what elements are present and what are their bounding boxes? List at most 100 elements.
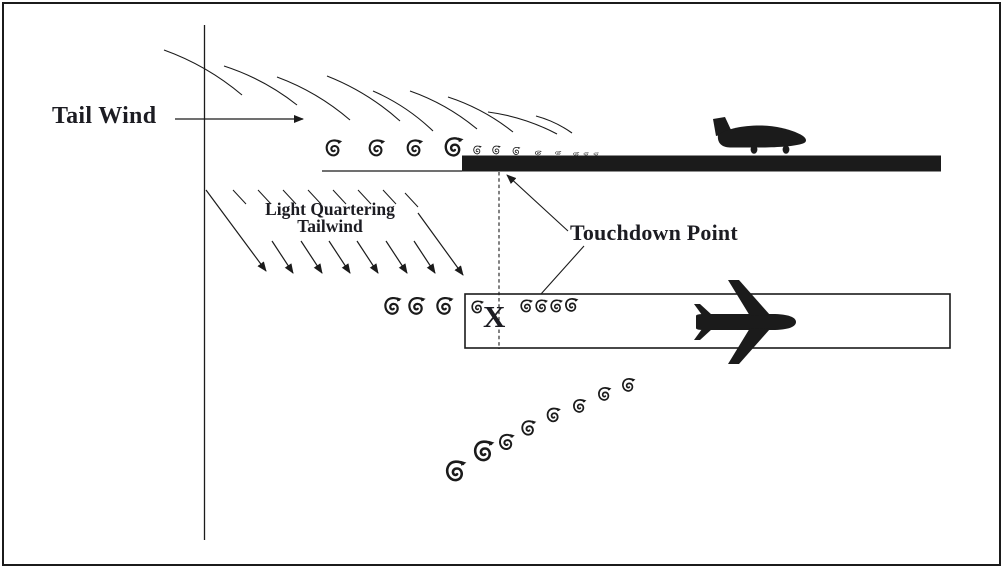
vortex-spiral-glyph bbox=[573, 151, 580, 156]
airplane-top-part bbox=[728, 328, 770, 364]
quartering-wind-arrow bbox=[328, 240, 351, 274]
touchdown-arrow bbox=[506, 174, 569, 232]
vortex-spiral-glyph bbox=[534, 150, 543, 156]
trail-vortex-spiral bbox=[597, 386, 613, 401]
trail-vortex-spiral bbox=[572, 398, 588, 413]
vortex-spiral-glyph bbox=[520, 298, 534, 313]
runway-top-outline bbox=[464, 293, 951, 349]
approach-vortex-spiral bbox=[473, 145, 483, 155]
trail-vortex-spiral bbox=[498, 432, 516, 451]
airplane-top-part bbox=[694, 329, 712, 340]
runway-vortex-spiral bbox=[520, 298, 534, 313]
airplane-side-part bbox=[717, 125, 806, 148]
trail-vortex-spiral bbox=[445, 459, 468, 482]
trail-vortex-spiral bbox=[621, 377, 637, 392]
quartering-wind-tick bbox=[232, 189, 247, 205]
airplane-top-part bbox=[728, 280, 770, 316]
trail-vortex-spiral bbox=[546, 406, 562, 423]
quartering-wind-arrow bbox=[205, 189, 267, 272]
approach-vortex-spiral bbox=[573, 151, 580, 156]
airplane-side-part bbox=[782, 145, 790, 154]
airplane-side-part bbox=[750, 145, 758, 154]
approach-vortex-spiral bbox=[583, 152, 590, 156]
vortex-spiral-glyph bbox=[406, 138, 425, 157]
quartering-wind-tick bbox=[257, 189, 272, 205]
quartering-wind-arrow bbox=[417, 212, 464, 276]
vortex-spiral-glyph bbox=[621, 377, 637, 392]
runway-vortex-spiral bbox=[550, 298, 564, 313]
vortex-spiral-glyph bbox=[384, 296, 403, 315]
quartering-wind-arrow bbox=[356, 240, 379, 274]
vortex-spiral-glyph bbox=[445, 459, 468, 482]
trail-vortex-spiral bbox=[521, 419, 538, 436]
light-quartering-line1: Light Quartering bbox=[265, 199, 395, 219]
vortex-spiral-glyph bbox=[512, 146, 521, 155]
vortex-spiral-glyph bbox=[368, 138, 387, 157]
wind-streak-line bbox=[535, 115, 573, 134]
vortex-spiral-glyph bbox=[583, 152, 590, 156]
quartering-wind-tick bbox=[307, 189, 322, 205]
quartering-wind-arrow bbox=[300, 240, 323, 274]
wind-streak-line bbox=[326, 75, 401, 122]
vortex-spiral-glyph bbox=[555, 150, 562, 155]
vortex-spiral-glyph bbox=[408, 296, 427, 315]
light-quartering-line2: Tailwind bbox=[297, 216, 363, 236]
vortex-spiral-glyph bbox=[572, 398, 588, 413]
vortex-spiral-glyph bbox=[473, 439, 496, 462]
airplane-top-silhouette bbox=[694, 280, 796, 364]
vortex-spiral-glyph bbox=[473, 145, 483, 155]
airplane-top-part bbox=[694, 304, 712, 315]
runway-left-vortex-spiral bbox=[384, 296, 403, 315]
quartering-wind-arrow bbox=[413, 240, 436, 274]
quartering-wind-tick bbox=[282, 189, 297, 205]
vortex-spiral-glyph bbox=[597, 386, 613, 401]
vortex-spiral-glyph bbox=[546, 406, 562, 423]
vortex-spiral-glyph bbox=[444, 136, 465, 157]
frame-border bbox=[2, 2, 1001, 566]
vortex-spiral-glyph bbox=[521, 419, 538, 436]
light-quartering-tailwind-label: Light Quartering Tailwind bbox=[240, 199, 420, 236]
airplane-side-silhouette bbox=[713, 117, 806, 154]
wind-streak-line bbox=[276, 76, 351, 121]
approach-vortex-spiral bbox=[492, 145, 502, 155]
touchdown-point-label: Touchdown Point bbox=[570, 220, 738, 245]
wind-streak-line bbox=[223, 65, 298, 106]
quartering-wind-arrow bbox=[271, 240, 294, 274]
runway-vortex-spiral bbox=[535, 298, 549, 313]
runway-vortex-spiral bbox=[564, 297, 580, 312]
airplane-top-part bbox=[696, 314, 796, 330]
approach-vortex-spiral bbox=[368, 138, 387, 157]
wind-streak-line bbox=[372, 90, 434, 132]
quartering-wind-tick bbox=[382, 189, 397, 205]
vortex-spiral-glyph bbox=[564, 297, 580, 312]
approach-vortex-spiral bbox=[512, 146, 521, 155]
wind-streak-line bbox=[487, 111, 558, 135]
touchdown-connector-line bbox=[540, 245, 585, 295]
wind-streak-line bbox=[409, 90, 478, 130]
vortex-spiral-glyph bbox=[492, 145, 502, 155]
runway-side-bar bbox=[462, 155, 941, 172]
approach-vortex-spiral bbox=[593, 152, 600, 156]
wind-streak-line bbox=[163, 49, 243, 96]
trail-vortex-spiral bbox=[473, 439, 496, 462]
vortex-spiral-glyph bbox=[550, 298, 564, 313]
approach-vortex-spiral bbox=[325, 138, 344, 157]
wind-streak-line bbox=[447, 96, 514, 133]
vortex-spiral-glyph bbox=[436, 296, 455, 315]
vortex-spiral-glyph bbox=[535, 298, 549, 313]
touchdown-x-marker: X bbox=[483, 299, 506, 334]
runway-left-vortex-spiral bbox=[436, 296, 455, 315]
approach-vortex-spiral bbox=[406, 138, 425, 157]
vortex-spiral-glyph bbox=[593, 152, 600, 156]
approach-vortex-spiral bbox=[534, 150, 543, 156]
quartering-wind-tick bbox=[404, 192, 419, 208]
vortex-spiral-glyph bbox=[325, 138, 344, 157]
vortex-spiral-glyph bbox=[498, 432, 516, 451]
quartering-wind-tick bbox=[332, 189, 347, 205]
quartering-wind-arrow bbox=[385, 240, 408, 274]
runway-left-vortex-spiral bbox=[408, 296, 427, 315]
quartering-wind-tick bbox=[357, 189, 372, 205]
approach-vortex-spiral bbox=[555, 150, 562, 155]
